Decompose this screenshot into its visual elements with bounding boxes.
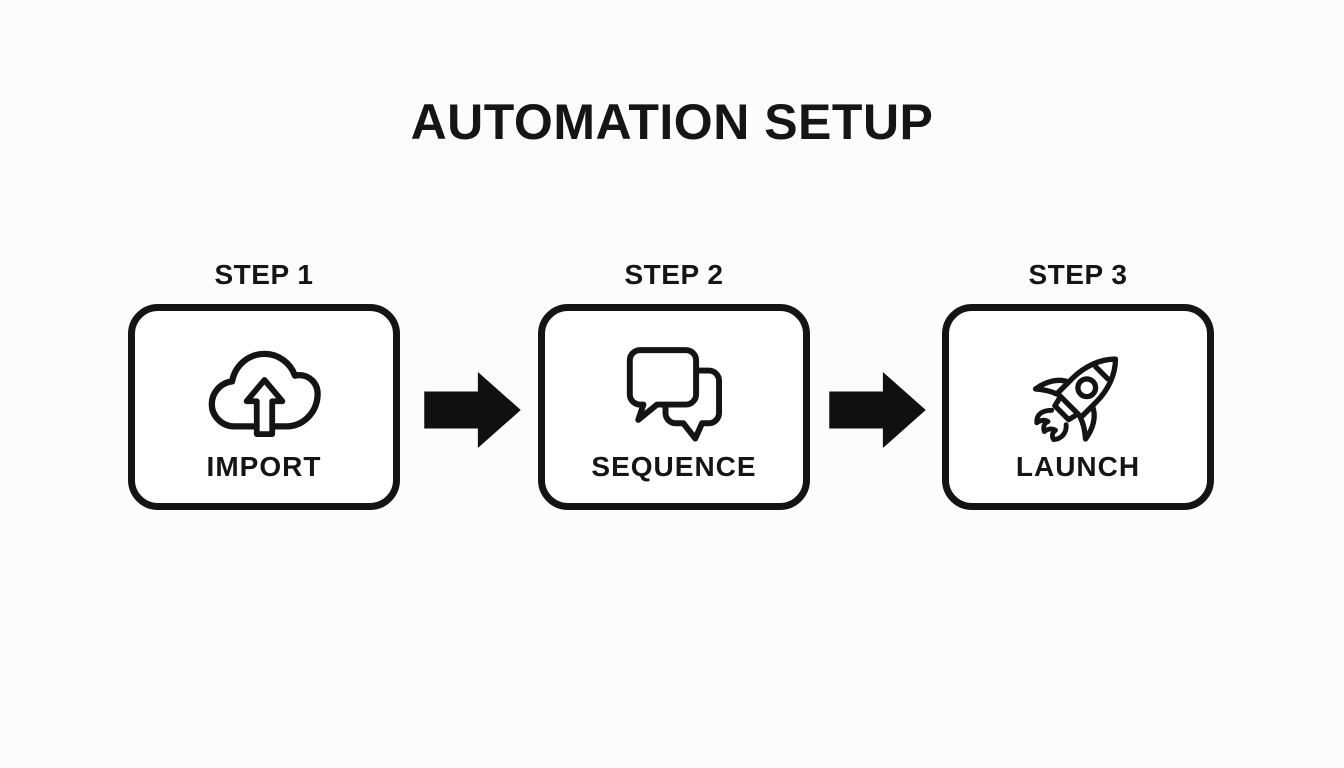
- arrow-right-icon: [829, 371, 927, 449]
- arrow-right-icon: [424, 371, 522, 449]
- step-box-import: IMPORT: [128, 304, 400, 510]
- step-box-launch: LAUNCH: [942, 304, 1214, 510]
- cloud-upload-icon: [206, 339, 322, 447]
- step-box-sequence: SEQUENCE: [538, 304, 810, 510]
- page-title: AUTOMATION SETUP: [410, 94, 934, 150]
- step-box-sequence-label: SEQUENCE: [591, 451, 757, 482]
- step-3-label: STEP 3: [1028, 259, 1128, 290]
- chat-bubbles-icon: [623, 339, 725, 447]
- step-1-label: STEP 1: [214, 259, 314, 290]
- step-2-label: STEP 2: [624, 259, 724, 290]
- step-box-import-label: IMPORT: [206, 451, 322, 482]
- step-column-2: STEP 2 SEQUENCE: [538, 260, 810, 510]
- step-box-launch-label: LAUNCH: [1015, 451, 1141, 482]
- step-column-1: STEP 1 IMPORT: [128, 260, 400, 510]
- step-column-3: STEP 3 LAUNCH: [942, 260, 1214, 510]
- rocket-icon: [1025, 339, 1131, 447]
